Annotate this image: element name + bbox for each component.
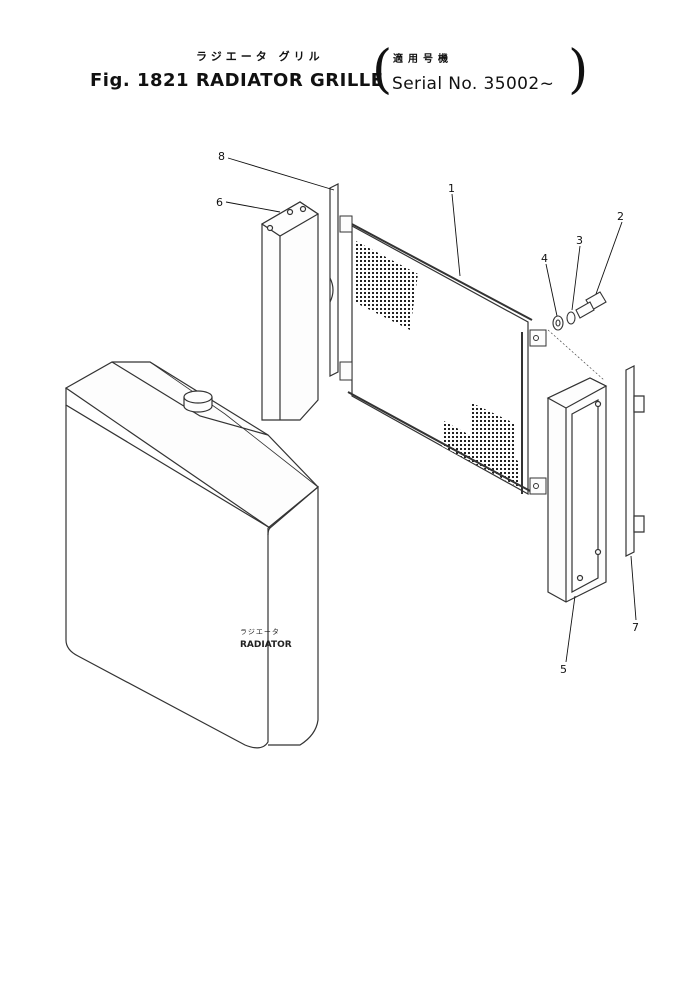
callout-8: 8 bbox=[218, 150, 225, 163]
part-6-left-block bbox=[260, 201, 320, 421]
part-8-strip bbox=[329, 183, 339, 377]
japanese-serial-label: 適用号機 bbox=[393, 54, 453, 65]
callout-7: 7 bbox=[632, 621, 639, 634]
callout-1: 1 bbox=[448, 182, 455, 195]
part-3-washer bbox=[566, 311, 576, 325]
assembly-guide-line bbox=[547, 329, 605, 381]
serial-paren-close: ) bbox=[568, 40, 589, 100]
callout-6: 6 bbox=[216, 196, 223, 209]
leader-lines bbox=[225, 157, 637, 663]
radiator-body bbox=[64, 361, 319, 749]
radiator-cap bbox=[183, 390, 213, 413]
japanese-title: ラジエータ グリル bbox=[196, 50, 324, 63]
radiator-label-jp: ラジエータ bbox=[240, 627, 280, 636]
part-5-right-frame bbox=[546, 377, 608, 603]
part-7-strip bbox=[625, 365, 645, 557]
part-2-bolt bbox=[575, 291, 607, 319]
figure-title: Fig. 1821 RADIATOR GRILLE bbox=[90, 70, 384, 91]
callout-4: 4 bbox=[541, 252, 548, 265]
part-4-nut bbox=[552, 315, 564, 331]
serial-paren-open: ( bbox=[372, 40, 393, 100]
part-1-grille-panel bbox=[339, 215, 547, 496]
callout-3: 3 bbox=[576, 234, 583, 247]
serial-number: Serial No. 35002~ bbox=[392, 74, 555, 94]
callout-5: 5 bbox=[560, 663, 567, 676]
callout-2: 2 bbox=[617, 210, 624, 223]
radiator-label-en: RADIATOR bbox=[240, 640, 292, 650]
